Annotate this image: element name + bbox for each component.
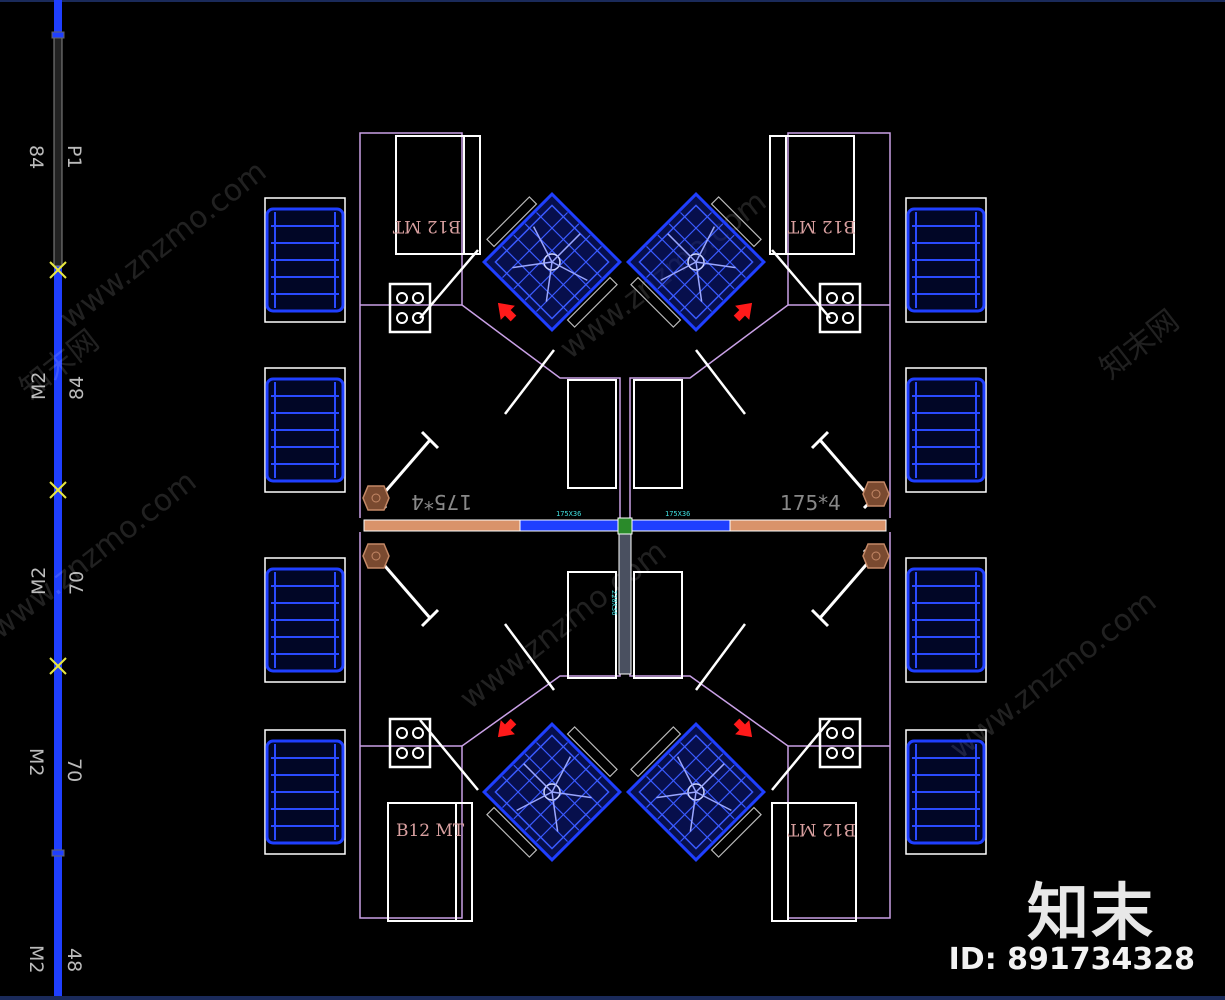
- bin-bl: [362, 543, 390, 569]
- sofa-group-left: [263, 196, 347, 856]
- ruler-label-2: M2: [28, 372, 50, 400]
- left-ruler: [49, 0, 67, 1000]
- ruler-dim-4: 70: [63, 758, 85, 782]
- arrow-tr: [729, 295, 760, 326]
- desk-outlines: [359, 132, 891, 919]
- brand-logo: 知末: [1026, 876, 1155, 949]
- bin-br: [862, 543, 890, 569]
- desk-pads: [567, 379, 683, 679]
- partition-tag-right: 175X36: [665, 510, 690, 518]
- partition-tag-left: 175X36: [556, 510, 581, 518]
- watermark-3: www.znzmo.com: [0, 464, 203, 646]
- partition: [363, 517, 887, 675]
- ruler-dim-2: 84: [66, 376, 88, 400]
- outlet-tr: [818, 282, 862, 334]
- desk-size-tr: 175*4: [780, 491, 841, 515]
- sofa-group-right: [904, 196, 988, 856]
- arrow-br: [729, 714, 760, 745]
- frame-bottom: [0, 996, 1225, 1000]
- cabinet-label-tl: B12 MT: [392, 216, 461, 236]
- cabinet-label-tr: B12 MT: [787, 216, 856, 236]
- ruler-dim-5: 48: [63, 948, 85, 972]
- bin-tr: [862, 481, 890, 507]
- ruler-label-1: P1: [63, 145, 85, 169]
- watermark-4: www.znzmo.com: [453, 534, 673, 716]
- chair-bl: [472, 712, 632, 872]
- brand-id: ID: 891734328: [948, 942, 1195, 977]
- outlet-tl: [388, 282, 432, 334]
- desk-size-tl: 175*4: [411, 490, 472, 514]
- ruler-label-5: M2: [25, 945, 47, 973]
- cabinet-label-br: B12 MT: [787, 819, 856, 839]
- frame-top: [0, 0, 1225, 2]
- watermark-7: 知末网: [1093, 303, 1185, 386]
- arrow-tl: [490, 295, 521, 326]
- ruler-label-4: M2: [25, 748, 47, 776]
- ruler-label-3: M2: [28, 567, 50, 595]
- ruler-dim-3: 70: [66, 571, 88, 595]
- chair-br: [616, 712, 776, 872]
- cabinet-label-bl: B12 MT: [396, 821, 465, 841]
- bin-tl: [362, 485, 390, 511]
- watermark-1: www.znzmo.com: [53, 154, 273, 336]
- ruler-dim-1: 84: [25, 145, 47, 169]
- partition-tag-center: 220X36: [610, 590, 618, 615]
- arrow-bl: [490, 714, 521, 745]
- cabinets: [387, 135, 857, 922]
